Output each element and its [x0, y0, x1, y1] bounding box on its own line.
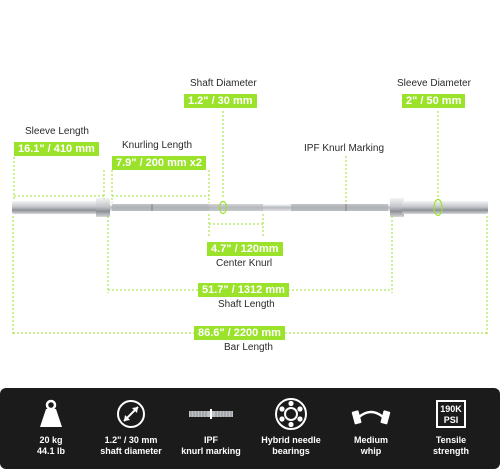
- right-sleeve: [402, 201, 488, 214]
- feature-diameter-line1: 1.2" / 30 mm: [104, 435, 158, 445]
- feature-strip: 20 kg 44.1 lb 1.2" / 30 mm shaft diamete…: [0, 388, 500, 469]
- feature-tensile-line2: strength: [433, 446, 469, 456]
- feature-bearings-line2: bearings: [272, 446, 310, 456]
- feature-ipf-line1: IPF: [203, 435, 218, 445]
- shaft-diameter-value: 1.2" / 30 mm: [184, 94, 257, 108]
- sleeve-diameter-value: 2" / 50 mm: [402, 94, 466, 108]
- left-sleeve: [12, 201, 104, 214]
- feature-weight: 20 kg 44.1 lb: [16, 396, 86, 463]
- feature-whip-line2: whip: [360, 446, 382, 456]
- knurl-left: [112, 204, 209, 211]
- psi-badge: 190K PSI: [436, 400, 466, 428]
- feature-tensile: 190K PSI Tensile strength: [416, 396, 486, 463]
- shaft-diameter-title: Shaft Diameter: [190, 78, 257, 89]
- knurl-center: [209, 204, 263, 211]
- psi-badge-text: 190K PSI: [440, 404, 462, 425]
- feature-bearings: Hybrid needle bearings: [256, 396, 326, 463]
- feature-weight-line1: 20 kg: [39, 435, 63, 445]
- feature-bearings-line1: Hybrid needle: [261, 435, 321, 445]
- psi-badge-icon: 190K PSI: [429, 396, 473, 432]
- feature-whip-line1: Medium: [353, 435, 388, 445]
- weight-icon: [29, 396, 73, 432]
- center-knurl-value: 4.7" / 120mm: [207, 242, 283, 256]
- knurl-bar-icon: [189, 396, 233, 432]
- shaft-length-title: Shaft Length: [218, 299, 275, 310]
- bar-length-value: 86.6" / 2200 mm: [194, 326, 285, 340]
- feature-weight-line2: 44.1 lb: [36, 446, 65, 456]
- sleeve-diameter-title: Sleeve Diameter: [397, 78, 471, 89]
- barbell-diagram: Shaft Diameter 1.2" / 30 mm Sleeve Diame…: [12, 78, 488, 353]
- left-collar: [96, 198, 110, 217]
- right-collar: [390, 198, 404, 217]
- center-knurl-title: Center Knurl: [216, 258, 273, 269]
- ipf-marking-title: IPF Knurl Marking: [304, 143, 385, 154]
- shaft-diameter-ring: [218, 200, 228, 215]
- knurling-length-value: 7.9" / 200 mm x2: [112, 156, 206, 170]
- diameter-icon: [109, 396, 153, 432]
- feature-ipf: IPF knurl marking: [176, 396, 246, 463]
- bearing-icon: [269, 396, 313, 432]
- bar-length-title: Bar Length: [224, 342, 273, 353]
- knurling-length-title: Knurling Length: [122, 140, 193, 151]
- feature-diameter-line2: shaft diameter: [100, 446, 162, 456]
- feature-tensile-line1: Tensile: [435, 435, 467, 445]
- feature-whip: Medium whip: [336, 396, 406, 463]
- feature-ipf-line2: knurl marking: [181, 446, 241, 456]
- whip-icon: [349, 396, 393, 432]
- barbell-dimension-drawing: [12, 111, 488, 336]
- shaft-length-value: 51.7" / 1312 mm: [198, 283, 289, 297]
- feature-diameter: 1.2" / 30 mm shaft diameter: [96, 396, 166, 463]
- sleeve-diameter-ring: [433, 198, 443, 217]
- sleeve-length-title: Sleeve Length: [25, 126, 89, 137]
- sleeve-length-value: 16.1" / 410 mm: [14, 142, 99, 156]
- knurl-right: [291, 204, 388, 211]
